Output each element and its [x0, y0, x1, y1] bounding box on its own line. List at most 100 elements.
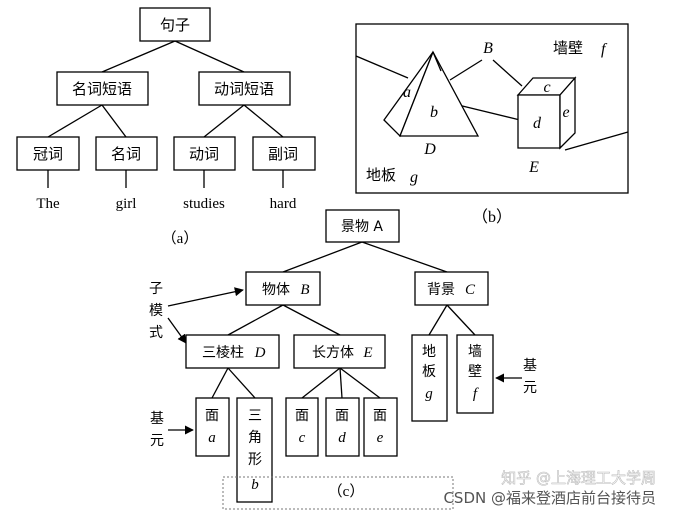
wall-label: 墙壁	[553, 39, 583, 57]
floor-label: 地板	[366, 166, 396, 184]
node-prism-box	[185, 334, 280, 369]
node-triangle-char-1: 三	[248, 408, 262, 424]
submode-char-2: 模	[149, 303, 163, 319]
primitive-right-char-1: 基	[523, 357, 537, 374]
node-adv-label: 副词	[268, 145, 298, 163]
relation-line-right	[492, 59, 523, 87]
node-prism-var: D	[254, 345, 266, 361]
edge-np-det	[47, 104, 103, 138]
node-floor-var: g	[425, 386, 433, 402]
node-wall-char-1: 墙	[468, 344, 482, 360]
node-verb-label: 动词	[189, 145, 219, 163]
node-face-d-var: d	[338, 430, 346, 446]
node-triangle-box	[236, 397, 273, 503]
node-verb-box	[173, 136, 236, 171]
node-face-e-box	[363, 397, 398, 457]
node-np-label: 名词短语	[72, 80, 132, 98]
node-face-e-text: 面	[373, 408, 387, 424]
edge-vp-verb	[203, 104, 245, 138]
edge-prism-face-a	[211, 367, 229, 399]
scene-frame	[355, 23, 629, 194]
node-object-box	[245, 271, 321, 306]
word-hard: hard	[270, 196, 297, 212]
node-cuboid-box	[293, 334, 386, 369]
node-np-box	[56, 71, 149, 106]
node-adv-box	[252, 136, 316, 171]
submode-char-3: 式	[149, 325, 163, 341]
node-scene-label: 景物 A	[341, 219, 383, 235]
node-cuboid-var: E	[362, 345, 372, 361]
edge-cuboid-face-d	[339, 367, 343, 399]
edge-bg-floor	[428, 304, 448, 336]
node-det-label: 冠词	[33, 145, 63, 163]
prism-face-b-label: b	[430, 104, 438, 121]
node-face-e-var: e	[377, 430, 384, 446]
node-object-label: 物体	[262, 282, 290, 298]
relation-label: B	[483, 40, 493, 57]
node-noun-box	[95, 136, 158, 171]
prism-top-edge	[432, 51, 442, 72]
edge-cuboid-face-e	[339, 367, 381, 399]
node-vp-label: 动词短语	[214, 80, 274, 98]
node-det-box	[16, 136, 80, 171]
caption-b: （b）	[472, 208, 512, 226]
node-face-d-text: 面	[335, 408, 349, 424]
edge-scene-object	[282, 241, 363, 273]
submode-arrow-prism	[167, 317, 187, 344]
node-cuboid-label: 长方体	[312, 345, 354, 361]
edge-root-np	[101, 40, 176, 73]
prism-face-b	[399, 50, 480, 137]
edge-vp-adv	[243, 104, 284, 138]
panel-c-hierarchy	[167, 209, 522, 510]
edge-prism-triangle	[227, 367, 256, 399]
edge-np-noun	[101, 104, 127, 138]
floor-line-left	[355, 55, 409, 79]
watermark-csdn: CSDN @福来登酒店前台接待员	[443, 489, 656, 507]
node-background-box	[414, 271, 489, 306]
word-studies: studies	[183, 196, 225, 212]
word-girl: girl	[116, 196, 137, 212]
node-wall-box	[456, 334, 494, 414]
primitive-right-char-2: 元	[523, 380, 537, 396]
node-floor-char-2: 板	[422, 364, 436, 380]
primitive-left-char-1: 基	[150, 410, 164, 427]
node-floor-box	[411, 334, 448, 422]
node-prism-label: 三棱柱	[202, 345, 244, 361]
watermark-zhihu: 知乎 @上海理工大学周	[501, 469, 656, 487]
node-noun-label: 名词	[111, 145, 141, 163]
primitive-left-char-2: 元	[150, 433, 164, 449]
relation-line-left	[449, 59, 483, 81]
node-triangle-char-3: 形	[248, 452, 262, 468]
prism-label: D	[423, 141, 436, 158]
node-face-c-var: c	[299, 430, 306, 446]
edge-bg-wall	[446, 304, 476, 336]
node-face-a-var: a	[208, 430, 216, 446]
node-floor-char-1: 地	[422, 344, 436, 360]
floor-line-right	[564, 131, 629, 151]
submode-arrow-object	[167, 287, 244, 307]
edge-cuboid-face-c	[301, 367, 341, 399]
node-wall-char-2: 壁	[468, 364, 482, 380]
dotted-highlight-box	[222, 476, 454, 510]
caption-c: （c）	[328, 483, 365, 500]
submode-char-1: 子	[149, 281, 163, 297]
node-face-a-box	[195, 397, 230, 457]
node-background-label: 背景	[427, 282, 455, 298]
node-triangle-char-2: 角	[248, 430, 262, 446]
caption-a: （a）	[162, 230, 199, 247]
cube-face-e	[559, 76, 576, 150]
prism-face-a-label: a	[403, 84, 411, 101]
panel-a-parse-tree	[16, 7, 316, 188]
node-sentence-label: 句子	[160, 16, 190, 34]
node-scene-box	[325, 209, 400, 243]
floor-var: g	[410, 169, 418, 186]
node-background-var: C	[465, 282, 476, 298]
node-sentence-box	[139, 7, 211, 42]
cube-face-d-label: d	[533, 115, 542, 132]
edge-object-prism	[227, 304, 284, 336]
node-face-c-text: 面	[295, 408, 309, 424]
node-face-a-text: 面	[205, 408, 219, 424]
edge-object-cuboid	[282, 304, 341, 336]
edge-root-vp	[174, 40, 245, 73]
node-object-var: B	[300, 282, 309, 298]
